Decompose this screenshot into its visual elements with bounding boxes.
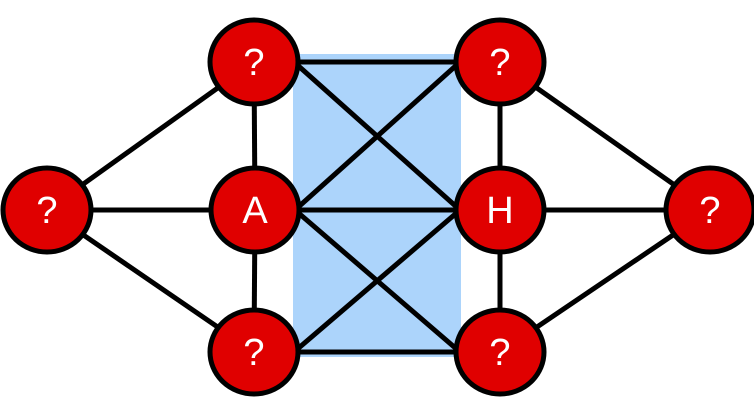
node-circle [207, 307, 301, 397]
node-top-right: ? [453, 17, 547, 107]
node-label: H [486, 190, 513, 232]
node-top-left: ? [207, 17, 301, 107]
node-label: ? [489, 42, 510, 84]
node-label: A [242, 190, 268, 232]
node-label: ? [243, 42, 264, 84]
node-circle [208, 165, 302, 255]
node-circle [0, 165, 94, 255]
node-circle [453, 307, 547, 397]
edge-a-top-right [293, 60, 462, 212]
node-a: A [208, 165, 302, 255]
edge-bottom-left-h [292, 208, 462, 354]
node-circle [663, 165, 754, 255]
node-label: ? [489, 332, 510, 374]
highlight-region [293, 54, 461, 357]
node-left: ? [0, 165, 94, 255]
node-bottom-left: ? [207, 307, 301, 397]
node-label: ? [243, 332, 264, 374]
node-circle [207, 17, 301, 107]
node-circle [453, 165, 547, 255]
node-label: ? [699, 190, 720, 232]
node-label: ? [36, 190, 57, 232]
node-right: ? [663, 165, 754, 255]
node-h: H [453, 165, 547, 255]
node-circle [453, 17, 547, 107]
node-bottom-right: ? [453, 307, 547, 397]
